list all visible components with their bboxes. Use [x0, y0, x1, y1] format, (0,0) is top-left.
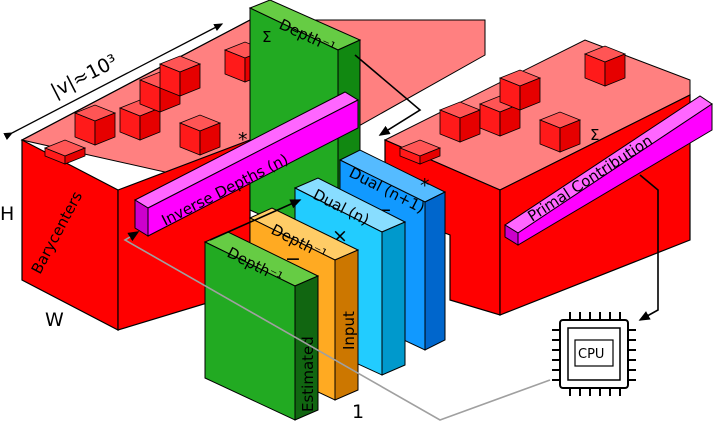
sum-top-operator: Σ [262, 28, 271, 46]
sum-right-operator: Σ [590, 126, 599, 144]
cube [538, 111, 582, 153]
star-dual-operator: * [420, 175, 430, 197]
cpu-icon [552, 312, 636, 396]
cube [498, 69, 542, 111]
cpu-label: CPU [578, 347, 604, 362]
cube [73, 104, 117, 146]
cube [158, 55, 202, 97]
right-volume-cubes [398, 45, 627, 165]
cube [438, 101, 482, 143]
cube [398, 139, 442, 165]
arrow-depth-to-primal [354, 54, 422, 136]
volume-size-arrow [3, 23, 224, 141]
width-label: W [45, 309, 64, 331]
minus-operator: − [285, 248, 301, 270]
height-label: H [0, 203, 14, 225]
primal-contribution-bar [504, 95, 713, 246]
cube [43, 139, 87, 165]
estimated-label: Estimated [299, 336, 317, 412]
arrow-inverse-to-dual [209, 199, 302, 241]
input-label: Input [340, 311, 358, 350]
cube [178, 114, 222, 156]
arrow-cpu-to-input [123, 231, 551, 421]
star-left-operator: * [238, 129, 248, 151]
inverse-depths-bar [133, 91, 360, 237]
arrow-primal-to-cpu [638, 174, 659, 321]
cube [583, 45, 627, 87]
one-label: 1 [352, 401, 364, 423]
flow-arrows [123, 54, 659, 421]
